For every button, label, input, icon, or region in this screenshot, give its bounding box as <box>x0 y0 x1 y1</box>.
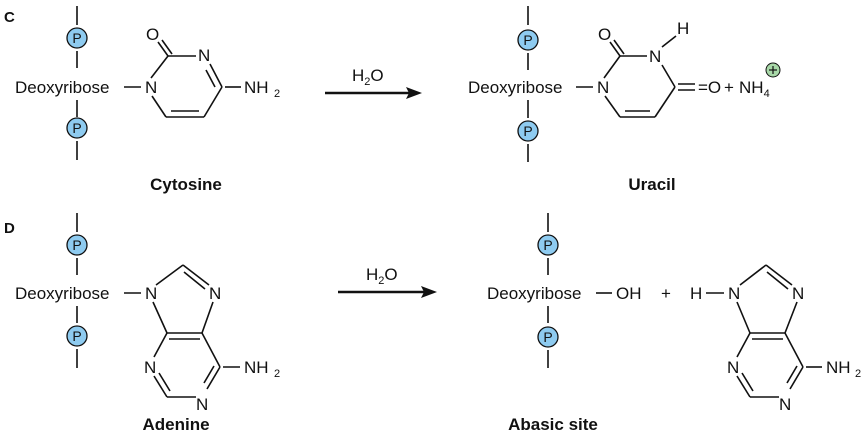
phosphate-icon: P <box>517 29 539 51</box>
svg-text:H: H <box>690 284 702 303</box>
svg-text:N: N <box>779 395 791 414</box>
phosphate-icon: P <box>66 325 88 347</box>
svg-text:+: + <box>661 284 671 303</box>
svg-text:N: N <box>145 78 157 97</box>
svg-text:P: P <box>523 32 532 48</box>
svg-text:NH: NH <box>826 358 851 377</box>
phosphate-icon: P <box>66 27 88 49</box>
caption-uracil: Uracil <box>628 175 675 194</box>
abasic-backbone: P Deoxyribose OH P <box>487 213 642 368</box>
svg-text:N: N <box>792 284 804 303</box>
svg-text:N: N <box>209 284 221 303</box>
uracil-base: N O N H =O <box>576 19 721 118</box>
svg-text:P: P <box>72 237 81 253</box>
uracil-backbone: P Deoxyribose P <box>468 6 563 162</box>
svg-text:N: N <box>144 358 156 377</box>
svg-text:NH: NH <box>244 78 269 97</box>
svg-text:O: O <box>146 25 159 44</box>
caption-abasic-site: Abasic site <box>508 415 598 434</box>
panel-label-c: C <box>4 9 15 26</box>
phosphate-icon: P <box>537 326 559 348</box>
svg-text:N: N <box>727 358 739 377</box>
svg-text:P: P <box>72 328 81 344</box>
svg-text:2: 2 <box>274 88 280 100</box>
cytosine-base: N O N NH 2 <box>124 25 280 118</box>
reagent-label: H2O <box>352 66 384 88</box>
panel-label-d: D <box>4 220 15 237</box>
sugar-label: Deoxyribose <box>468 78 563 97</box>
svg-text:P: P <box>72 120 81 136</box>
reaction-arrow: H2O <box>325 66 422 99</box>
sugar-label: Deoxyribose <box>487 284 582 303</box>
svg-text:2: 2 <box>855 368 861 380</box>
phosphate-icon: P <box>537 234 559 256</box>
cytosine-backbone: P Deoxyribose P <box>15 6 110 160</box>
sugar-label: Deoxyribose <box>15 78 110 97</box>
svg-text:P: P <box>72 30 81 46</box>
svg-text:O: O <box>598 25 611 44</box>
svg-text:N: N <box>196 395 208 414</box>
phosphate-icon: P <box>66 117 88 139</box>
svg-text:P: P <box>543 237 552 253</box>
caption-adenine: Adenine <box>142 415 209 434</box>
svg-text:2: 2 <box>274 368 280 380</box>
phosphate-icon: P <box>517 120 539 142</box>
adenine-backbone: P Deoxyribose P <box>15 213 110 368</box>
svg-text:N: N <box>597 78 609 97</box>
caption-cytosine: Cytosine <box>150 175 222 194</box>
adenine-base: N N N N NH 2 <box>124 264 280 414</box>
svg-text:+: + <box>724 78 734 97</box>
svg-text:H: H <box>677 19 689 38</box>
svg-text:NH4: NH4 <box>739 78 770 100</box>
svg-text:N: N <box>728 284 740 303</box>
svg-text:NH: NH <box>244 358 269 377</box>
svg-text:N: N <box>649 47 661 66</box>
svg-text:N: N <box>198 46 210 65</box>
sugar-label: Deoxyribose <box>15 284 110 303</box>
svg-text:P: P <box>543 329 552 345</box>
svg-text:P: P <box>523 123 532 139</box>
hydroxyl-label: OH <box>616 284 642 303</box>
positive-charge-icon <box>765 62 781 78</box>
free-adenine: + H N N N N NH 2 <box>661 264 861 414</box>
svg-text:N: N <box>145 284 157 303</box>
ammonium-byproduct: + NH4 <box>724 62 781 100</box>
reaction-arrow: H2O <box>338 265 437 298</box>
svg-text:=O: =O <box>698 78 721 97</box>
phosphate-icon: P <box>66 234 88 256</box>
reagent-label: H2O <box>366 265 398 287</box>
